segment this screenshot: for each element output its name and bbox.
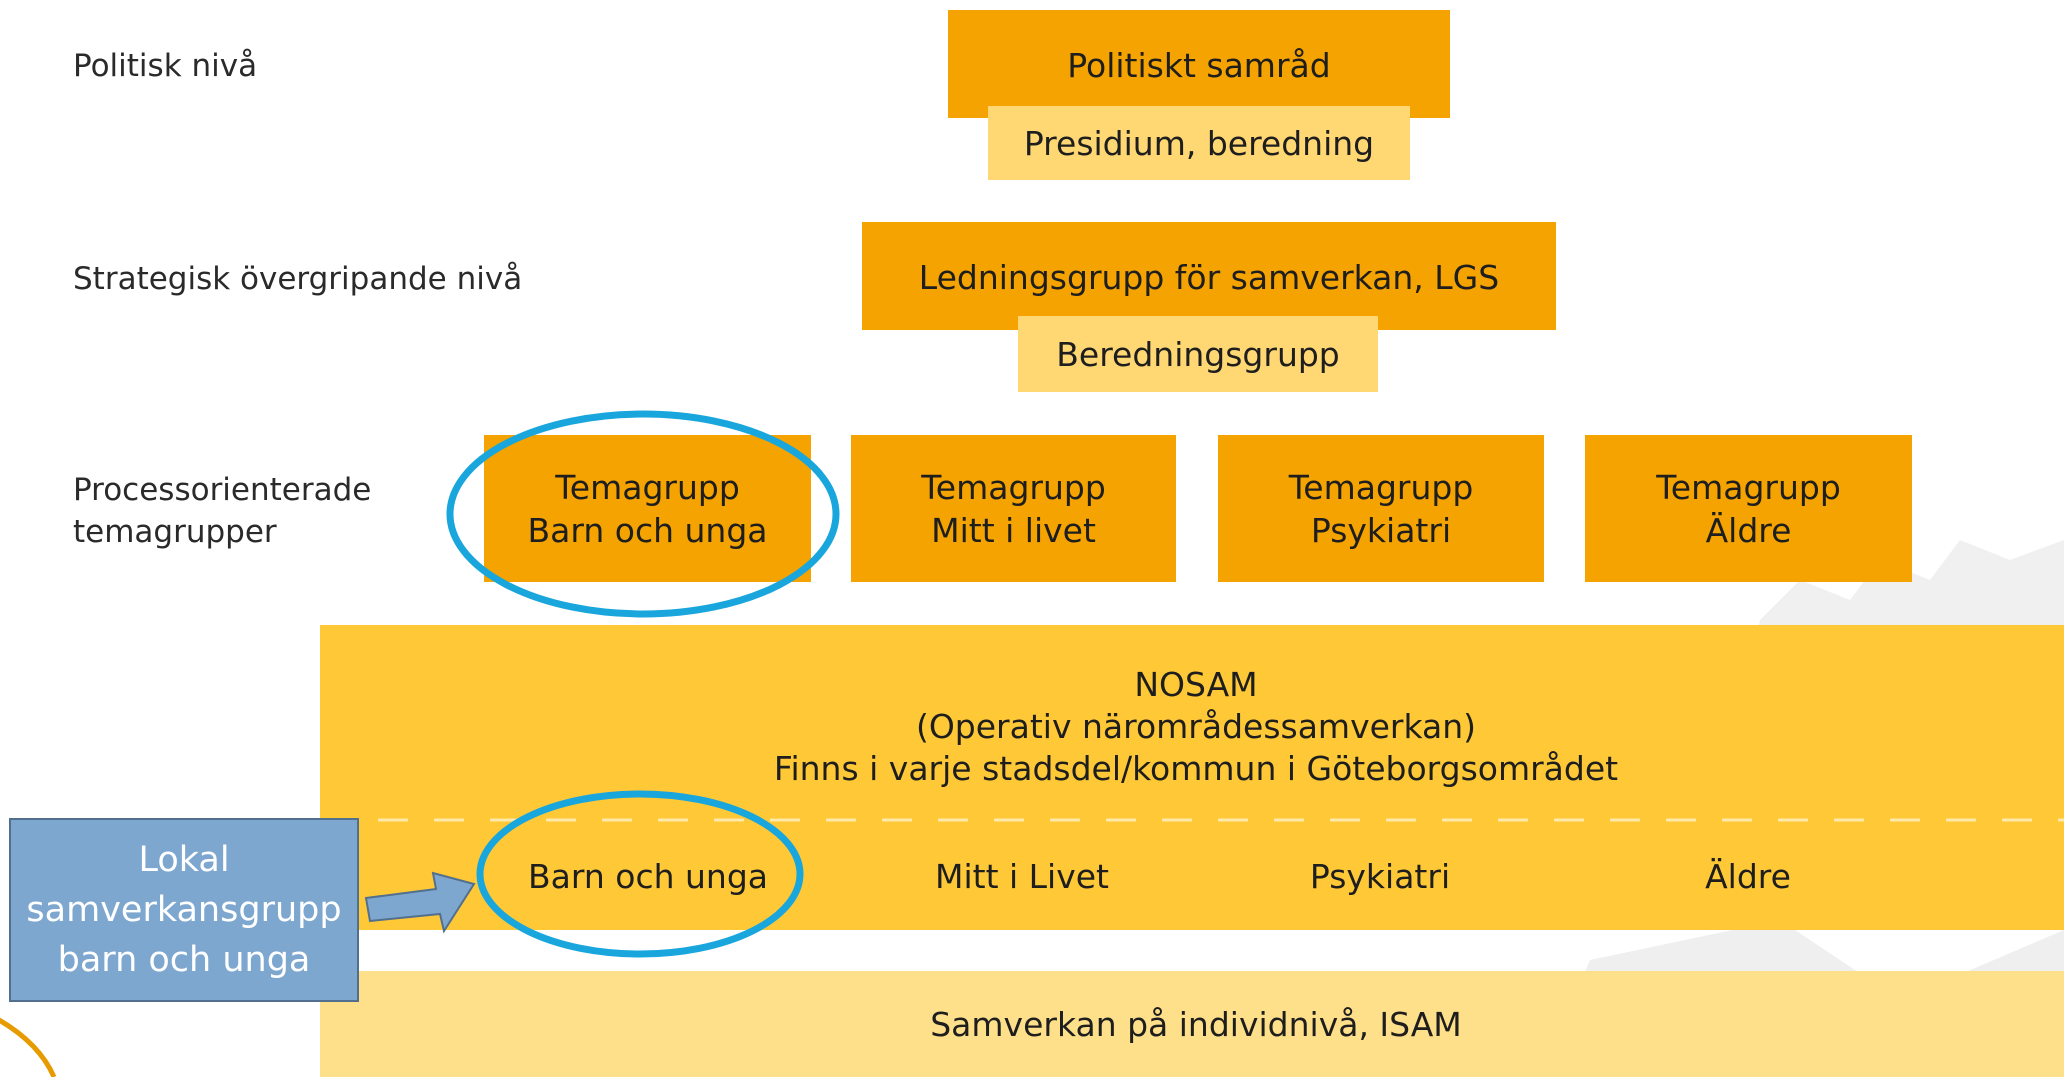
theme-line2: Äldre (1705, 510, 1792, 550)
nosam-group-barn-och-unga: Barn och unga (528, 857, 768, 896)
nosam-group-psykiatri: Psykiatri (1309, 857, 1451, 896)
level-label-process-line1: Processorienterade (73, 472, 372, 508)
nosam-band (320, 625, 2064, 930)
highlight-ring-theme (446, 410, 840, 618)
theme-line2: Psykiatri (1310, 510, 1452, 550)
isam-band (320, 971, 2064, 1077)
theme-line2: Mitt i livet (931, 510, 1096, 550)
callout-line3: barn och unga (57, 940, 311, 980)
political-sub-box: Presidium, beredning (988, 106, 1410, 180)
theme-line1: Temagrupp (1656, 467, 1841, 507)
theme-box-aldre: Temagrupp Äldre (1585, 435, 1912, 582)
arrow-right-icon (364, 871, 476, 934)
highlight-ring-local (476, 790, 804, 958)
level-label-strategic: Strategisk övergripande nivå (73, 261, 523, 297)
theme-line1: Temagrupp (1288, 467, 1474, 507)
nosam-title: NOSAM (1134, 665, 1258, 704)
nosam-group-aldre: Äldre (1705, 857, 1791, 896)
theme-line1: Temagrupp (921, 467, 1106, 507)
corner-arc (0, 1017, 57, 1077)
theme-box-barn-och-unga: Temagrupp Barn och unga (484, 435, 811, 582)
isam-label: Samverkan på individnivå, ISAM (930, 1005, 1462, 1044)
strategic-main-label: Ledningsgrupp för samverkan, LGS (918, 258, 1500, 297)
political-sub-label: Presidium, beredning (1023, 123, 1375, 163)
theme-box-psykiatri: Temagrupp Psykiatri (1218, 435, 1544, 582)
strategic-main-box: Ledningsgrupp för samverkan, LGS (862, 222, 1556, 330)
level-label-political: Politisk nivå (73, 48, 258, 84)
political-main-box: Politiskt samråd (948, 10, 1450, 118)
nosam-group-mitt-i-livet: Mitt i Livet (935, 857, 1109, 896)
nosam-scope: Finns i varje stadsdel/kommun i Göteborg… (773, 749, 1619, 788)
strategic-sub-box: Beredningsgrupp (1018, 316, 1378, 392)
political-main-label: Politiskt samråd (1067, 46, 1331, 85)
callout-line1: Lokal (138, 840, 230, 880)
theme-line2: Barn och unga (527, 510, 768, 550)
theme-line1: Temagrupp (555, 467, 740, 507)
level-label-process-line2: temagrupper (73, 514, 277, 550)
callout-line2: samverkansgrupp (26, 890, 342, 930)
callout-box: Lokal samverkansgrupp barn och unga (9, 818, 359, 1002)
strategic-sub-label: Beredningsgrupp (1056, 334, 1340, 374)
nosam-description: (Operativ närområdessamverkan) (915, 707, 1477, 746)
level-label-process: Processorienterade temagrupper (73, 469, 371, 553)
theme-box-mitt-i-livet: Temagrupp Mitt i livet (851, 435, 1176, 582)
